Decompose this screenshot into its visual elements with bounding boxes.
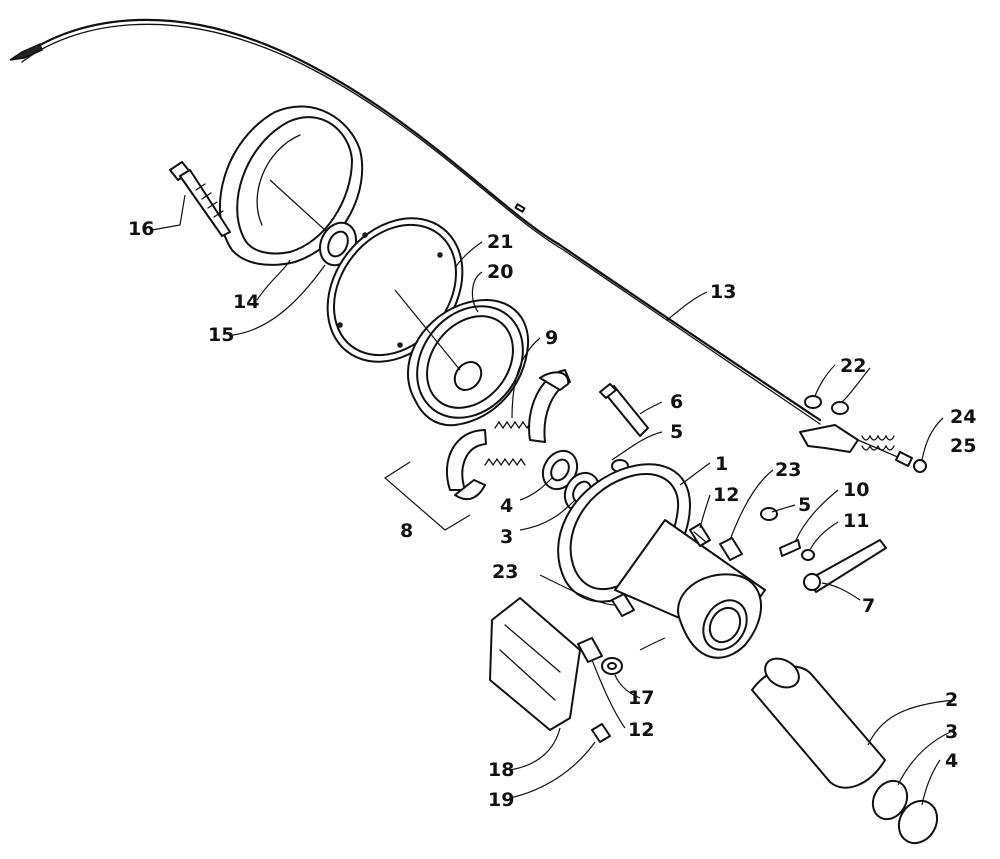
callout-25: 25 [950, 435, 976, 457]
bolt-23-lower [611, 593, 635, 617]
callout-13: 13 [710, 281, 736, 303]
brake-drum-cover [218, 105, 364, 266]
callout-7: 7 [862, 595, 875, 617]
spacer-11 [801, 549, 815, 561]
callout-11: 11 [843, 510, 869, 532]
callout-20: 20 [487, 261, 513, 283]
bolt-19 [591, 723, 611, 743]
return-springs [484, 420, 536, 467]
cable-end-assembly [799, 395, 927, 473]
guard-plate [489, 597, 581, 731]
callout-16: 16 [128, 218, 154, 240]
callout-4-upper: 4 [500, 495, 513, 517]
brake-cable [9, 18, 822, 425]
leader-lines [151, 194, 956, 806]
callout-6: 6 [670, 391, 683, 413]
callout-18: 18 [488, 759, 514, 781]
hub-housing [557, 463, 766, 659]
brake-lever [803, 539, 887, 593]
callout-10: 10 [843, 479, 869, 501]
washer-5-lower [760, 507, 778, 521]
callout-4-lower: 4 [945, 750, 958, 772]
callout-12-upper: 12 [713, 484, 739, 506]
callout-3-lower: 3 [945, 721, 958, 743]
seal-lower [897, 799, 939, 845]
callout-23-lower: 23 [492, 561, 518, 583]
bearing-lower [871, 779, 909, 821]
callout-5-lower: 5 [798, 494, 811, 516]
callout-3-upper: 3 [500, 526, 513, 548]
callout-21: 21 [487, 231, 513, 253]
callout-5-upper: 5 [670, 421, 683, 443]
brake-shoe-lower [445, 429, 487, 501]
brake-cam-shaft [599, 383, 649, 437]
callout-24: 24 [950, 406, 976, 428]
washer-17 [601, 657, 623, 675]
callout-14: 14 [233, 291, 259, 313]
pin-10 [779, 539, 801, 557]
bolt-12-upper [689, 523, 711, 547]
callout-23-right: 23 [775, 459, 801, 481]
callout-19: 19 [488, 789, 514, 811]
brake-shoe-upper [528, 369, 571, 443]
brake-drum [394, 289, 530, 427]
callout-8: 8 [400, 520, 413, 542]
axle-tube [751, 657, 886, 789]
callout-22: 22 [840, 355, 866, 377]
callout-2: 2 [945, 689, 958, 711]
group-bracket-8 [384, 461, 471, 531]
bolt-23-right [719, 537, 743, 561]
bolt-12-lower [577, 637, 603, 663]
callout-17: 17 [628, 687, 654, 709]
callout-15: 15 [208, 324, 234, 346]
bolt-16 [169, 161, 231, 237]
callout-1: 1 [715, 453, 728, 475]
callout-12-lower: 12 [628, 719, 654, 741]
callout-9: 9 [545, 327, 558, 349]
